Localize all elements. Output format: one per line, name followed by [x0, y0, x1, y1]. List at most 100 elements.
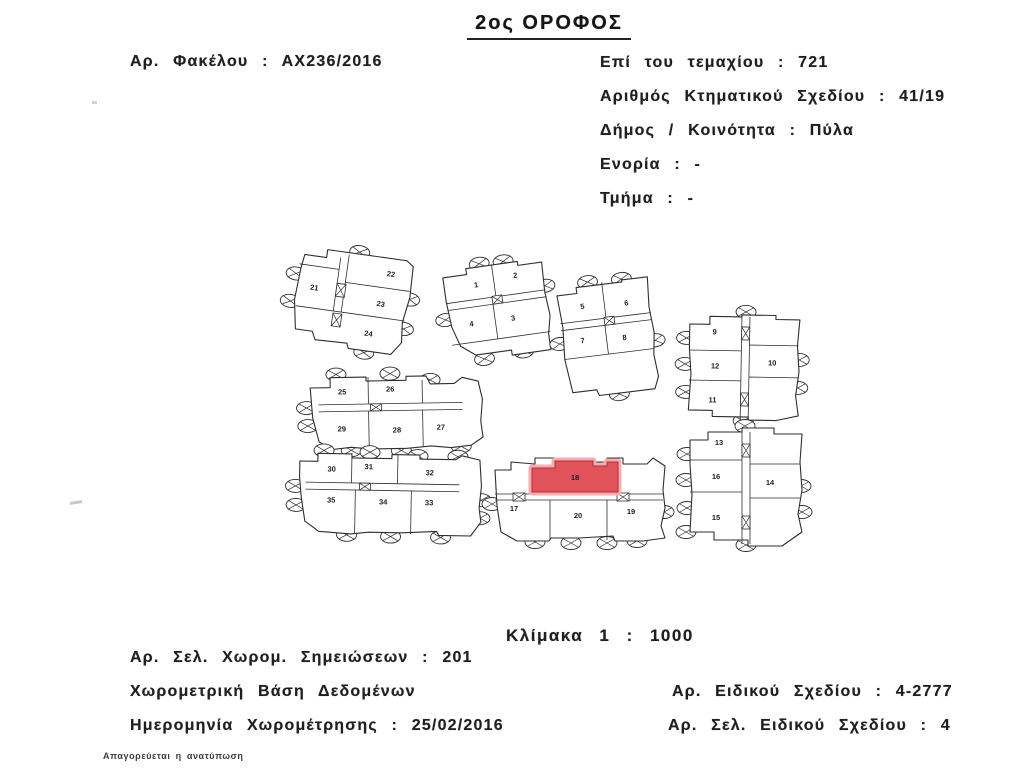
wall-line	[491, 264, 497, 297]
unit-number-12: 12	[711, 361, 719, 370]
reproduction-prohibited-note: Απαγορεύεται η ανατύπωση	[103, 751, 244, 761]
unit-number-13: 13	[715, 438, 723, 447]
unit-number-26: 26	[386, 385, 394, 394]
stair-cross	[370, 403, 382, 412]
unit-number-10: 10	[768, 358, 776, 367]
unit-number-33: 33	[425, 498, 433, 507]
wall-line	[688, 379, 741, 382]
survey-notes-page-label: Αρ. Σελ. Χωρομ. Σημειώσεων : 201	[130, 649, 473, 666]
block-outline	[299, 452, 482, 537]
unit-number-31: 31	[365, 462, 373, 471]
stair-cross	[741, 443, 751, 458]
building-block-g: 17 18 20 19	[481, 457, 675, 550]
parish-label: Ενορία : -	[600, 156, 702, 173]
unit-number-25: 25	[338, 387, 346, 396]
wall-line	[368, 410, 370, 448]
unit-number-16: 16	[712, 472, 720, 481]
wall-line	[345, 281, 410, 292]
wall-line	[422, 410, 424, 447]
unit-number-3: 3	[510, 313, 515, 322]
special-plan-page-label: Αρ. Σελ. Ειδικού Σχεδίου : 4	[668, 717, 951, 734]
scale-label: Κλίμακα 1 : 1000	[506, 626, 694, 645]
wall-line	[340, 254, 350, 313]
unit-number-9: 9	[713, 327, 717, 336]
stair-cross	[492, 294, 503, 305]
block-outline	[442, 260, 552, 356]
wall-line	[689, 349, 742, 352]
stair-cross	[330, 313, 343, 327]
wall-line	[748, 376, 798, 379]
unit-number-1: 1	[473, 280, 478, 289]
unit-number-6: 6	[624, 298, 629, 307]
unit-number-17: 17	[510, 504, 518, 513]
floor-title: 2ος ΟΡΟΦΟΣ	[467, 12, 631, 40]
balcony-cross	[477, 353, 493, 365]
wall-line	[318, 408, 463, 413]
municipality-label: Δήμος / Κοινότητα : Πύλα	[600, 122, 854, 139]
scan-artifact	[92, 101, 97, 104]
file-number-label: Αρ. Φακέλου : ΑΧ236/2016	[130, 53, 383, 70]
unit-number-28: 28	[393, 425, 401, 434]
building-block-b: 1 2 4 3	[435, 254, 556, 366]
unit-number-34: 34	[379, 497, 388, 506]
wall-line	[492, 304, 499, 339]
block-outline	[309, 375, 484, 451]
balcony-cross	[381, 368, 399, 379]
unit-number-27: 27	[437, 423, 445, 432]
highlighted-unit	[531, 460, 619, 493]
balcony-cross	[579, 276, 596, 288]
wall-line	[601, 282, 607, 319]
unit-number-2: 2	[512, 271, 517, 280]
stair-cross	[359, 482, 371, 491]
unit-number-22: 22	[386, 269, 396, 279]
balcony-cross	[361, 447, 379, 457]
balcony-cross	[382, 531, 399, 542]
unit-number-30: 30	[327, 464, 335, 473]
wall-line	[564, 348, 655, 360]
unit-number-8: 8	[622, 333, 627, 342]
wall-line	[305, 488, 460, 493]
balcony-cross	[737, 307, 755, 317]
unit-number-19: 19	[627, 507, 635, 516]
wall-line	[305, 481, 460, 486]
unit-number-32: 32	[425, 468, 433, 477]
unit-number-18: 18	[571, 473, 579, 482]
building-block-f: 30 31 32 35 34 33	[284, 443, 492, 545]
survey-date-label: Ημερομηνία Χωρομέτρησης : 25/02/2016	[130, 717, 504, 734]
unit-number-4: 4	[469, 319, 475, 329]
stair-cross	[741, 515, 751, 530]
wall-line	[354, 489, 356, 533]
unit-number-20: 20	[574, 511, 582, 520]
unit-number-14: 14	[766, 478, 775, 487]
section-label: Τμήμα : -	[600, 190, 695, 207]
balcony-cross	[598, 538, 616, 548]
stair-cross	[604, 315, 615, 326]
block-outline	[293, 249, 414, 355]
parcel-number-label: Επί του τεμαχίου : 721	[600, 54, 829, 71]
building-block-h: 13 16 14 15	[675, 419, 813, 552]
unit-number-7: 7	[580, 336, 585, 345]
wall-line	[452, 331, 551, 346]
unit-number-35: 35	[327, 495, 335, 504]
unit-number-15: 15	[712, 513, 720, 522]
unit-number-21: 21	[310, 283, 320, 293]
wall-line	[604, 325, 609, 355]
stair-cross	[740, 392, 749, 407]
cadastral-plan-number-label: Αριθμός Κτηματικού Σχεδίου : 41/19	[600, 88, 946, 105]
wall-line	[410, 490, 412, 534]
balcony-cross	[562, 538, 580, 548]
balcony-cross	[736, 421, 754, 431]
special-plan-number-label: Αρ. Ειδικού Σχεδίου : 4-2777	[672, 683, 953, 700]
unit-number-23: 23	[376, 299, 386, 309]
stair-cross	[512, 492, 526, 502]
wall-line	[397, 454, 399, 484]
block-outline	[687, 314, 801, 422]
page-title: 2ος ΟΡΟΦΟΣ	[404, 12, 694, 40]
stair-cross	[616, 492, 630, 502]
